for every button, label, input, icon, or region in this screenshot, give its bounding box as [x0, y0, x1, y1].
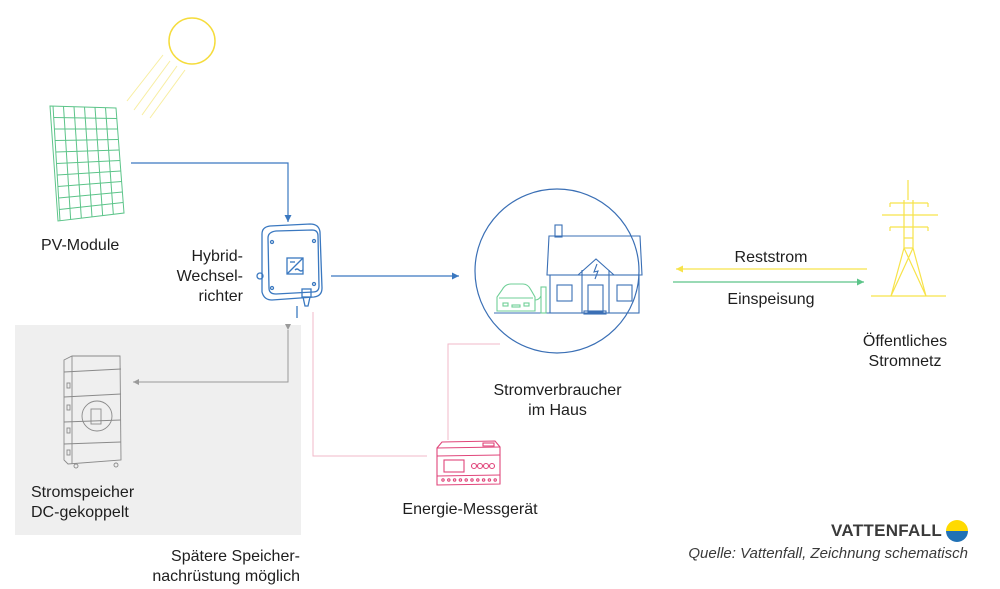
hybrid-inverter-icon: [256, 223, 323, 318]
brand-name: VATTENFALL: [831, 521, 942, 540]
storage-label-line1: Stromspeicher: [31, 484, 135, 501]
battery-storage-icon: [63, 355, 122, 469]
vattenfall-logo-icon: [946, 520, 968, 542]
inverter-storage-line: [133, 324, 291, 385]
inverter-to-meter-line: [312, 312, 427, 457]
consumer-label-line1: Stromverbraucher: [493, 382, 622, 399]
pv-module-icon: [49, 105, 125, 222]
pv-module-label: PV-Module: [41, 237, 120, 254]
source-note: Quelle: Vattenfall, Zeichnung schematisc…: [688, 545, 968, 562]
inverter-label-line3: richter: [198, 288, 243, 305]
house-consumer-icon: [474, 188, 643, 354]
retrofit-label-line2: nachrüstung möglich: [152, 568, 300, 585]
pv-to-inverter-line: [131, 162, 292, 222]
inverter-label-line1: Hybrid-: [191, 248, 243, 265]
meter-to-house-line: [447, 343, 500, 440]
residual-power-label: Reststrom: [734, 249, 808, 266]
consumer-label-line2: im Haus: [528, 402, 587, 419]
storage-label-line2: DC-gekoppelt: [31, 504, 129, 521]
energy-meter-icon: [436, 440, 501, 486]
power-pylon-icon: [871, 180, 946, 297]
grid-label-line2: Stromnetz: [868, 353, 942, 370]
inverter-label-line2: Wechsel-: [176, 268, 243, 285]
retrofit-label-line1: Spätere Speicher-: [171, 548, 300, 565]
feed-in-label: Einspeisung: [727, 291, 815, 308]
meter-label: Energie-Messgerät: [402, 501, 538, 518]
sun-icon: [126, 17, 216, 119]
grid-label-line1: Öffentliches: [862, 333, 948, 350]
